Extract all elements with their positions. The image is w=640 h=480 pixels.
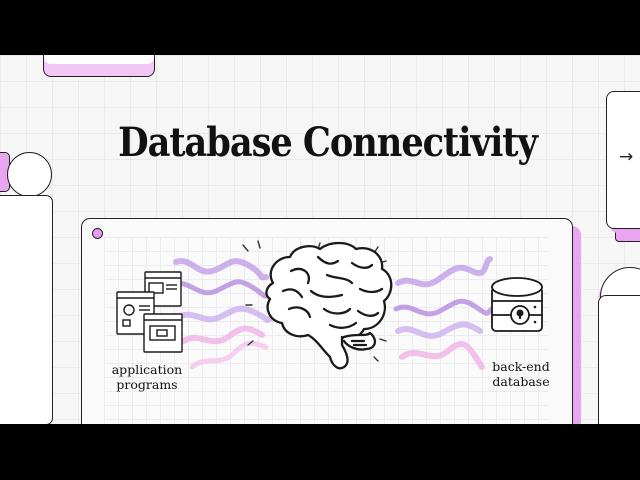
right-pink-strip bbox=[615, 228, 640, 242]
next-slide-button[interactable]: → bbox=[606, 91, 640, 229]
application-windows-icon bbox=[116, 271, 183, 353]
left-waves bbox=[169, 258, 274, 370]
application-programs-label: application programs bbox=[111, 362, 183, 392]
brain-icon bbox=[265, 242, 393, 370]
back-end-database-label: back-end database bbox=[492, 359, 550, 389]
left-panel-decoration bbox=[0, 195, 53, 424]
diagram-card: application programs back-end database bbox=[81, 218, 573, 424]
diagram-illustration bbox=[116, 240, 544, 371]
slide: → Database Connectivity bbox=[0, 55, 640, 424]
right-panel-decoration bbox=[598, 295, 640, 424]
database-lock-icon bbox=[491, 277, 544, 333]
top-tab-decoration bbox=[43, 55, 155, 77]
slide-title: Database Connectivity bbox=[118, 119, 538, 166]
arrow-right-icon: → bbox=[619, 147, 634, 167]
right-waves bbox=[393, 256, 495, 371]
card-dot-decoration bbox=[92, 228, 103, 239]
